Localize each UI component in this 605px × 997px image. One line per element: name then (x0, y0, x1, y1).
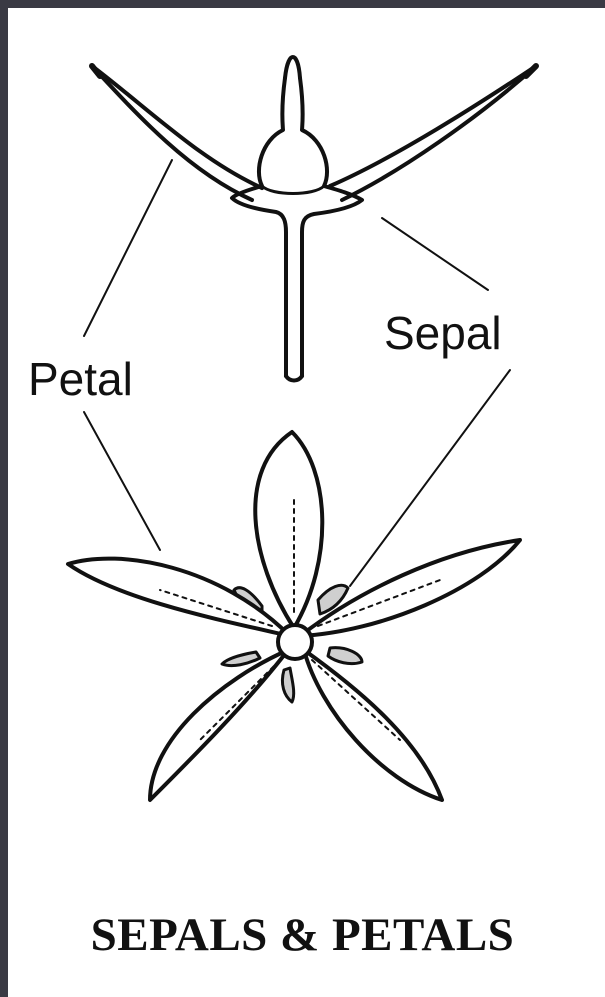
petal-label: Petal (24, 352, 137, 406)
sepal-label: Sepal (380, 306, 506, 360)
diagram-caption: SEPALS & PETALS (0, 908, 605, 962)
front-view-flower (68, 432, 520, 800)
